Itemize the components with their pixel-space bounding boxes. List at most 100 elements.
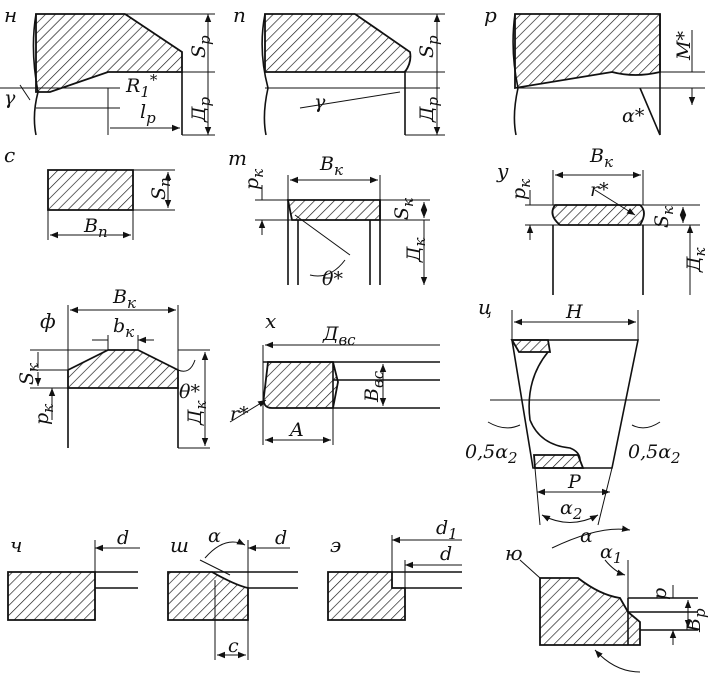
panel-letter: э <box>330 533 341 557</box>
H-label: H <box>565 301 583 323</box>
diameter-label: Др <box>188 97 214 123</box>
hatched-section <box>47 169 134 211</box>
ref-lines <box>265 87 440 109</box>
radius-label: r* <box>590 179 609 201</box>
panel-letter: т <box>228 146 247 170</box>
break-line <box>32 13 39 136</box>
alpha1-label: α1 <box>600 541 622 567</box>
angle-arc <box>551 525 631 549</box>
bore-width-label: Bвс <box>361 370 387 403</box>
thickness-label: Sк <box>16 363 42 385</box>
alpha-label: α <box>208 525 221 547</box>
section-curve <box>528 351 581 461</box>
thickness-label: Sк <box>391 198 417 220</box>
hatched-section <box>264 13 412 73</box>
hatched-section <box>35 13 183 93</box>
angle-arcs <box>487 421 661 429</box>
bore-lines <box>627 597 698 645</box>
b-label: bк <box>113 315 134 341</box>
panel-yu: ю α α1 p Bр <box>505 525 709 673</box>
leader-line <box>229 399 267 423</box>
c-label: c <box>228 635 239 657</box>
diameter-label: Дк <box>683 248 709 273</box>
panel-ch: ч d <box>7 527 140 621</box>
panel-letter: х <box>265 309 276 333</box>
panel-r: р α* M* <box>484 3 705 136</box>
hatched-section <box>539 577 641 646</box>
panel-n2: п γ Sр Др <box>233 3 445 135</box>
panel-letter: р <box>484 3 497 27</box>
panel-letter: с <box>4 143 15 167</box>
hatched-section <box>7 571 96 621</box>
bore-lines <box>212 571 298 589</box>
angle-arc <box>177 359 196 372</box>
panel-f: ф Bк bк Sк pк θ* Дк <box>16 286 210 449</box>
panel-n1: н γ R1* lр Sр Др <box>0 3 215 135</box>
angle-arc <box>19 84 31 101</box>
panel-letter: ю <box>505 541 523 565</box>
thickness-label: Sп <box>148 177 174 200</box>
thickness-label: Sк <box>651 206 677 228</box>
extension-lines <box>519 559 629 598</box>
hatched-section <box>167 571 249 621</box>
panel-t: т Bк pк Sк Дк θ* <box>228 146 430 290</box>
gamma-label: γ <box>4 87 16 109</box>
panel-s: с Sп Bп <box>4 143 175 241</box>
panel-x: х Двс Bвс r* A <box>229 309 440 445</box>
panel-sh: ш α d c <box>167 525 298 660</box>
length-label: lр <box>140 101 156 127</box>
width-label: Bк <box>589 145 613 171</box>
hatched-section <box>67 349 179 389</box>
panel-letter: ф <box>40 309 56 333</box>
right-angle-label: 0,5α2 <box>628 441 681 467</box>
panel-letter: п <box>233 3 246 27</box>
M-label: M* <box>673 31 695 61</box>
hatched-section <box>551 204 645 226</box>
p-label: pк <box>241 169 267 190</box>
p-label: p <box>649 588 671 600</box>
angle-arc <box>594 649 641 673</box>
hatched-bottom <box>533 454 585 469</box>
hatched-section <box>262 361 339 409</box>
bore-lines <box>263 361 440 409</box>
panel-letter: ц <box>478 295 492 319</box>
angle-arc <box>204 538 246 559</box>
panel-e: э d1 d <box>327 517 462 621</box>
radius-label: r* <box>230 403 249 425</box>
wall-lines <box>67 388 179 448</box>
bore-lines <box>95 571 138 589</box>
angle-arc <box>294 214 351 277</box>
d1-label: d1 <box>436 517 458 543</box>
theta-label: θ* <box>322 268 343 290</box>
hatched-section <box>327 571 406 621</box>
radius-label: R1* <box>125 71 158 101</box>
d-label: d <box>440 543 452 565</box>
width-label: Bр <box>683 608 709 633</box>
extension-lines <box>525 170 700 226</box>
ref-lines <box>515 71 705 89</box>
diameter-label: Др <box>416 97 442 123</box>
thickness-label: Sр <box>416 35 442 58</box>
thickness-label: Sр <box>188 35 214 58</box>
bore-lines <box>392 571 462 589</box>
panel-u: у Bк r* pк Sк Дк <box>496 145 709 295</box>
alpha2-label: α2 <box>560 497 582 523</box>
p-label: pк <box>31 404 57 425</box>
width-label: Bк <box>112 286 136 312</box>
panel-letter: у <box>496 159 509 183</box>
hatched-section <box>286 199 381 221</box>
hatched-top <box>510 339 552 353</box>
bore-diameter-label: Двс <box>322 323 356 349</box>
dimension-line <box>107 88 182 135</box>
width-label: Bк <box>319 153 343 179</box>
wall-lines <box>287 200 381 285</box>
gamma-label: γ <box>314 91 326 113</box>
extension-lines <box>391 535 406 588</box>
diameter-label: Дк <box>184 401 210 426</box>
extension-lines <box>199 540 249 660</box>
panel-letter: н <box>4 3 17 27</box>
diameter-label: Дк <box>403 238 429 263</box>
wall-lines <box>552 225 644 295</box>
p-label: pк <box>508 179 534 200</box>
